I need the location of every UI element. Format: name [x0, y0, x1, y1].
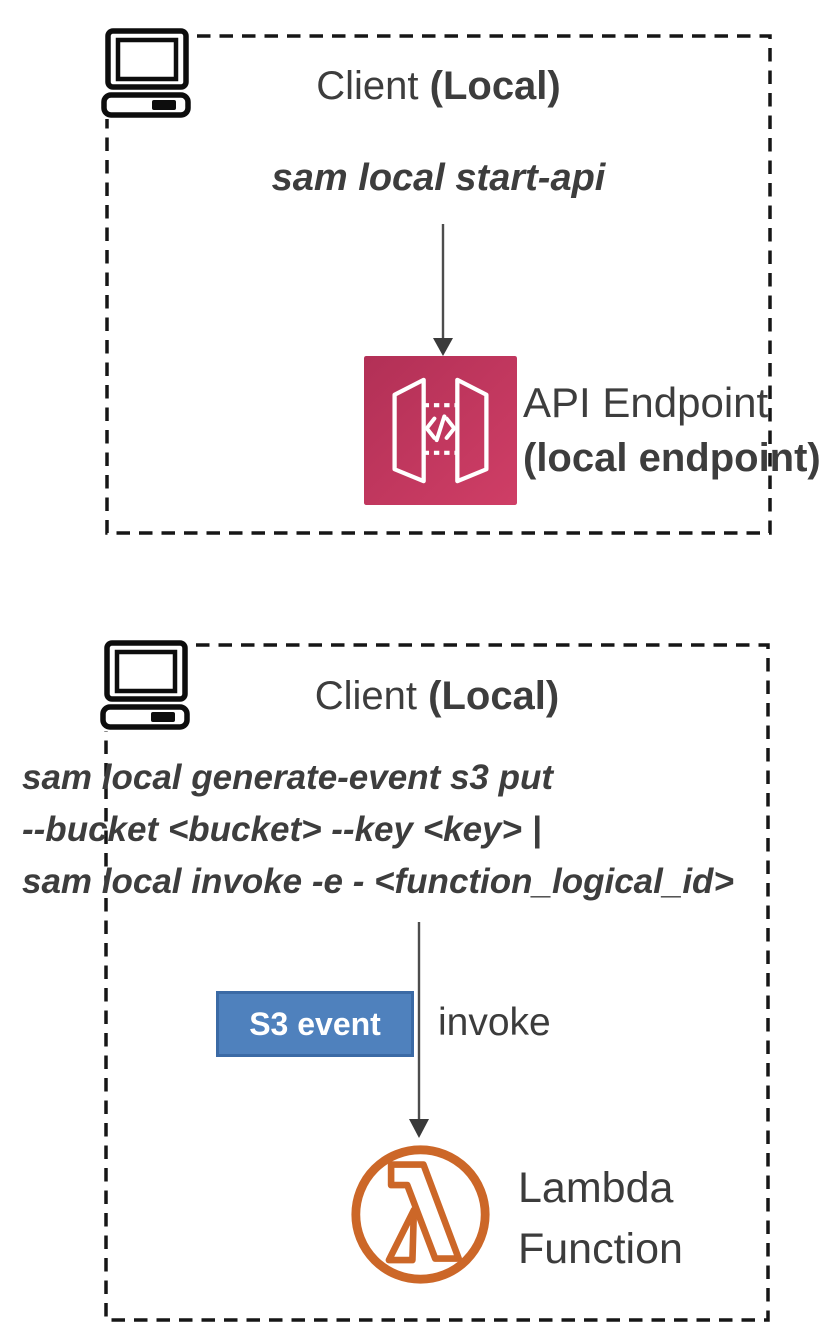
- top-box-title: Client (Local): [107, 64, 770, 109]
- lambda-label-line1: Lambda: [518, 1164, 674, 1212]
- invoke-arrow-label: invoke: [438, 1001, 551, 1044]
- bottom-title-client: Client: [314, 674, 429, 718]
- command-line-1: sam local generate-event s3 put: [22, 758, 554, 797]
- client-computer-icon: [100, 639, 192, 731]
- api-endpoint-line2: (local endpoint): [523, 436, 821, 480]
- bottom-box-title: Client (Local): [106, 674, 768, 719]
- top-dashed-box: [105, 34, 772, 535]
- arrow-invoke: [409, 922, 429, 1138]
- top-title-client: Client: [316, 64, 430, 108]
- top-title-local: (Local): [429, 64, 561, 108]
- api-endpoint-label: API Endpoint (local endpoint): [523, 379, 821, 481]
- api-endpoint-line1: API Endpoint: [523, 379, 769, 426]
- command-line-2: --bucket <bucket> --key <key> |: [22, 810, 542, 849]
- bottom-dashed-box: [104, 643, 770, 1322]
- s3-event-badge: S3 event: [216, 991, 414, 1057]
- api-gateway-icon: [364, 356, 517, 505]
- bottom-command-text: sam local generate-event s3 put --bucket…: [22, 752, 834, 908]
- arrow-start-api: [433, 224, 453, 356]
- top-command-text: sam local start-api: [271, 157, 606, 199]
- command-line-3: sam local invoke -e - <function_logical_…: [22, 862, 734, 901]
- lambda-function-label: Lambda Function: [518, 1158, 683, 1280]
- bottom-title-local: (Local): [428, 674, 560, 718]
- lambda-icon: [347, 1141, 494, 1288]
- client-computer-icon: [101, 27, 193, 119]
- lambda-label-line2: Function: [518, 1225, 683, 1273]
